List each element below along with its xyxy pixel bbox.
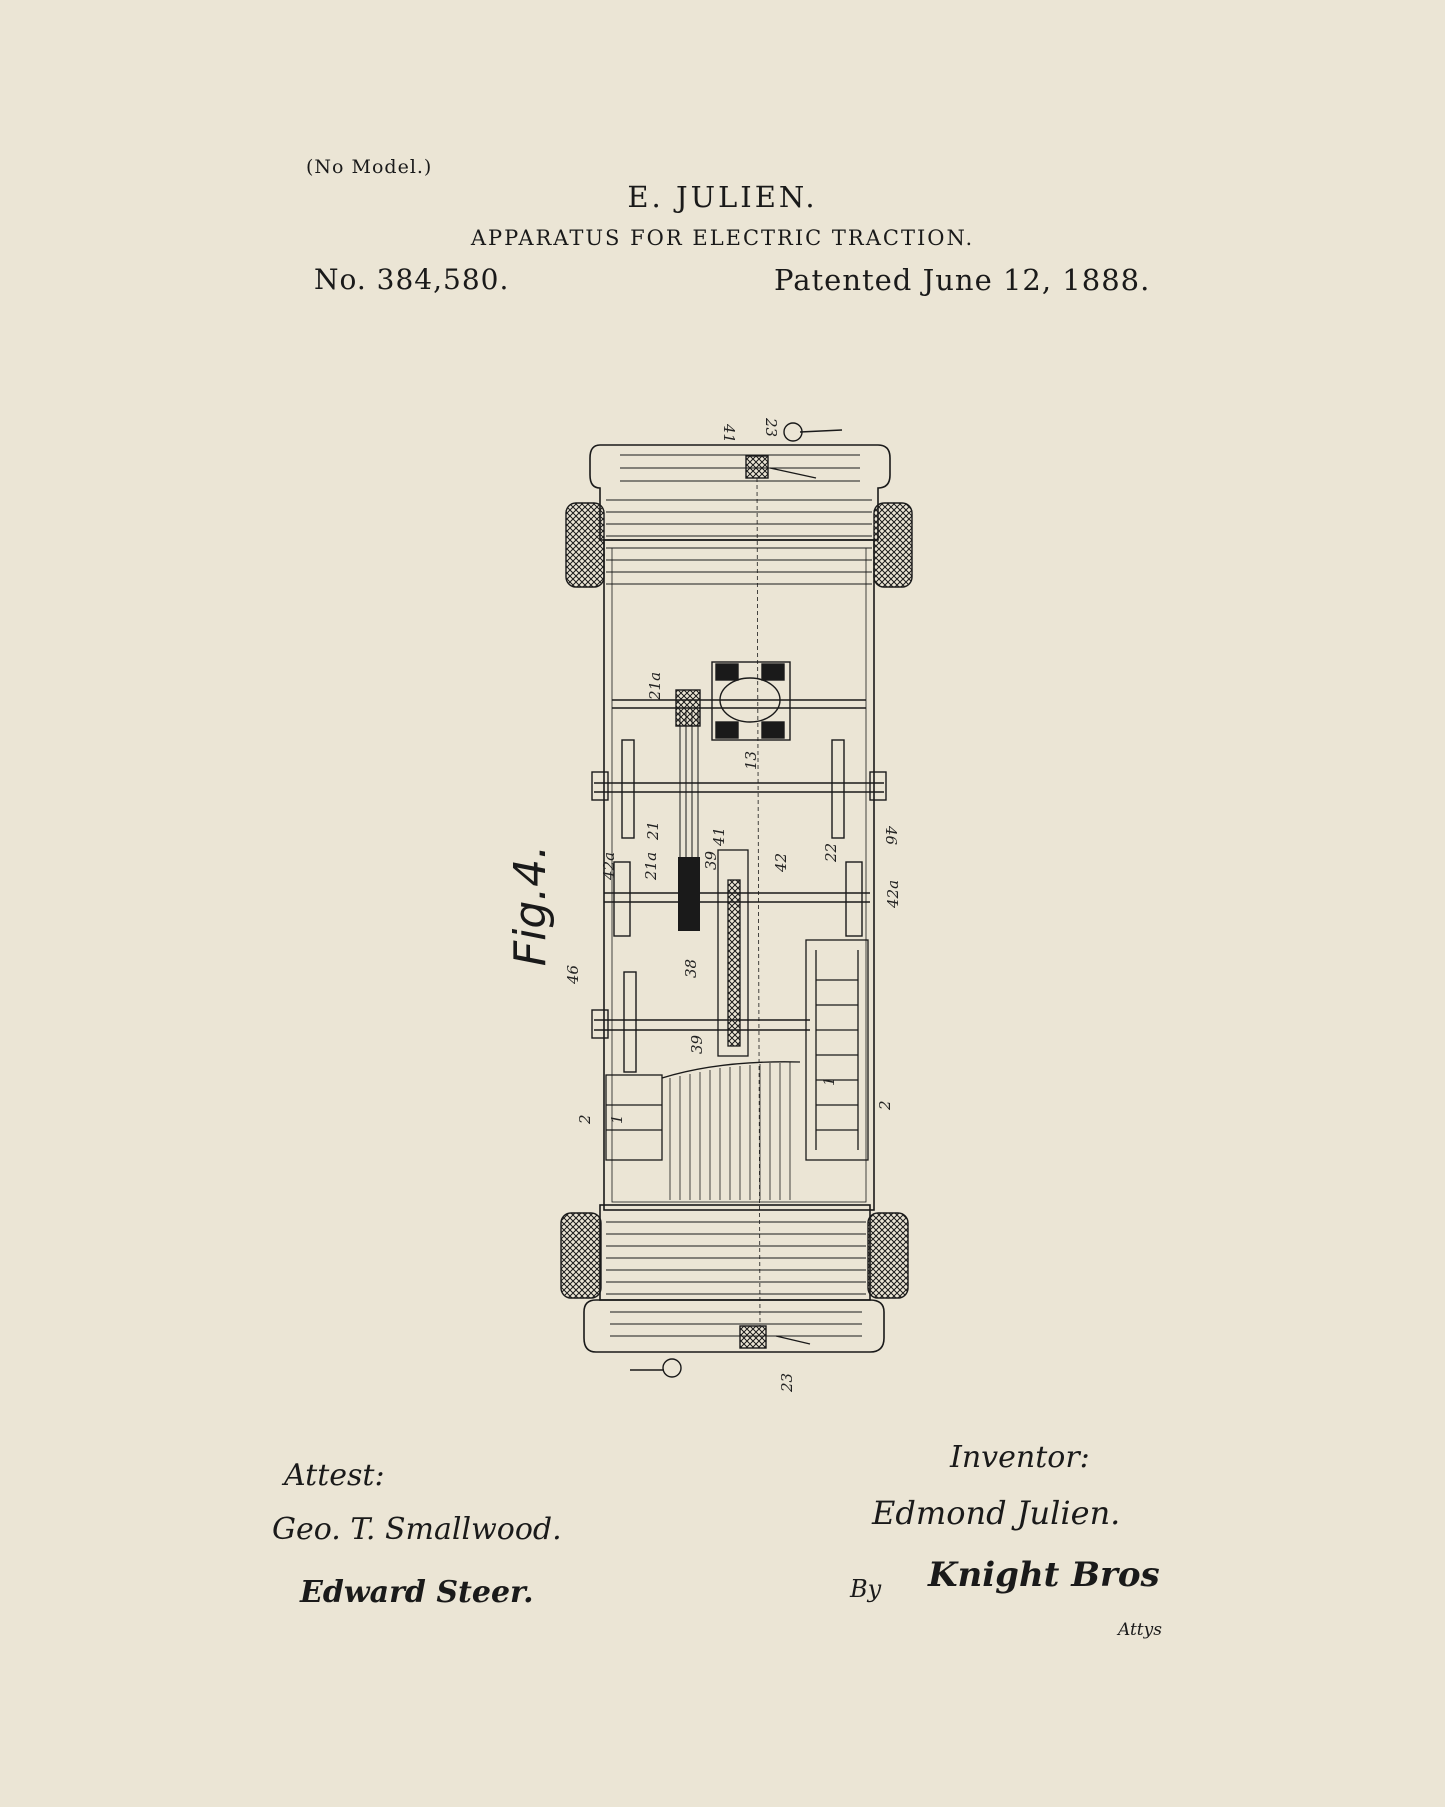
ref-1-right: 1 <box>820 1076 838 1086</box>
witness-signature-2: Edward Steer. <box>300 1575 534 1610</box>
rheostat <box>717 849 749 1057</box>
ref-38: 38 <box>682 959 700 978</box>
wheel-bottom-left <box>560 1212 602 1299</box>
ref-42a-right: 42a <box>884 880 902 909</box>
attys-label: Attys <box>1118 1620 1162 1640</box>
battery-compartment-left <box>605 1074 663 1161</box>
brake-handle-top <box>783 422 803 442</box>
witness-signature-1: Geo. T. Smallwood. <box>272 1512 562 1547</box>
inventor-signature: Edmond Julien. <box>872 1494 1121 1532</box>
battery-compartment-right <box>805 939 869 1161</box>
ref-2-right: 2 <box>876 1100 894 1111</box>
ref-21: 21 <box>644 821 662 841</box>
ref-2-left: 2 <box>576 1114 594 1125</box>
ref-13: 13 <box>742 751 760 770</box>
bottom-platform <box>583 1299 885 1353</box>
patent-number: No. 384,580. <box>314 263 510 296</box>
ref-22: 22 <box>822 843 840 863</box>
ref-46-right: 46 <box>882 825 900 846</box>
wheel-top-left <box>565 502 605 588</box>
inventor-name-heading: E. JULIEN. <box>627 180 818 214</box>
patent-title: APPARATUS FOR ELECTRIC TRACTION. <box>470 226 975 250</box>
inventor-label: Inventor: <box>950 1440 1090 1475</box>
ref-39-top: 39 <box>702 850 720 870</box>
ref-41-mid: 41 <box>710 827 728 847</box>
wheel-bottom-right <box>867 1212 909 1299</box>
storage-battery <box>678 857 700 931</box>
ref-42a-left: 42a <box>600 852 618 881</box>
patent-date: Patented June 12, 1888. <box>774 263 1151 297</box>
ref-42: 42 <box>772 853 790 873</box>
ref-23-bottom: 23 <box>778 1373 796 1393</box>
ref-41-top: 41 <box>720 423 738 443</box>
attorney-signature: Knight Bros <box>928 1555 1160 1595</box>
no-model-note: (No Model.) <box>306 156 433 178</box>
by-label: By <box>850 1575 882 1603</box>
wheel-top-right <box>873 502 913 588</box>
attest-label: Attest: <box>284 1458 385 1493</box>
ref-39-bottom: 39 <box>688 1034 706 1054</box>
brake-handle-bottom <box>662 1358 682 1378</box>
motor-housing <box>711 661 791 741</box>
ref-1-left: 1 <box>608 1114 626 1124</box>
ref-23-top: 23 <box>762 417 780 437</box>
ref-21a-top: 21a <box>646 672 664 701</box>
ref-21a-mid: 21a <box>642 852 660 881</box>
ref-46-left: 46 <box>564 964 582 985</box>
top-platform <box>589 444 891 541</box>
